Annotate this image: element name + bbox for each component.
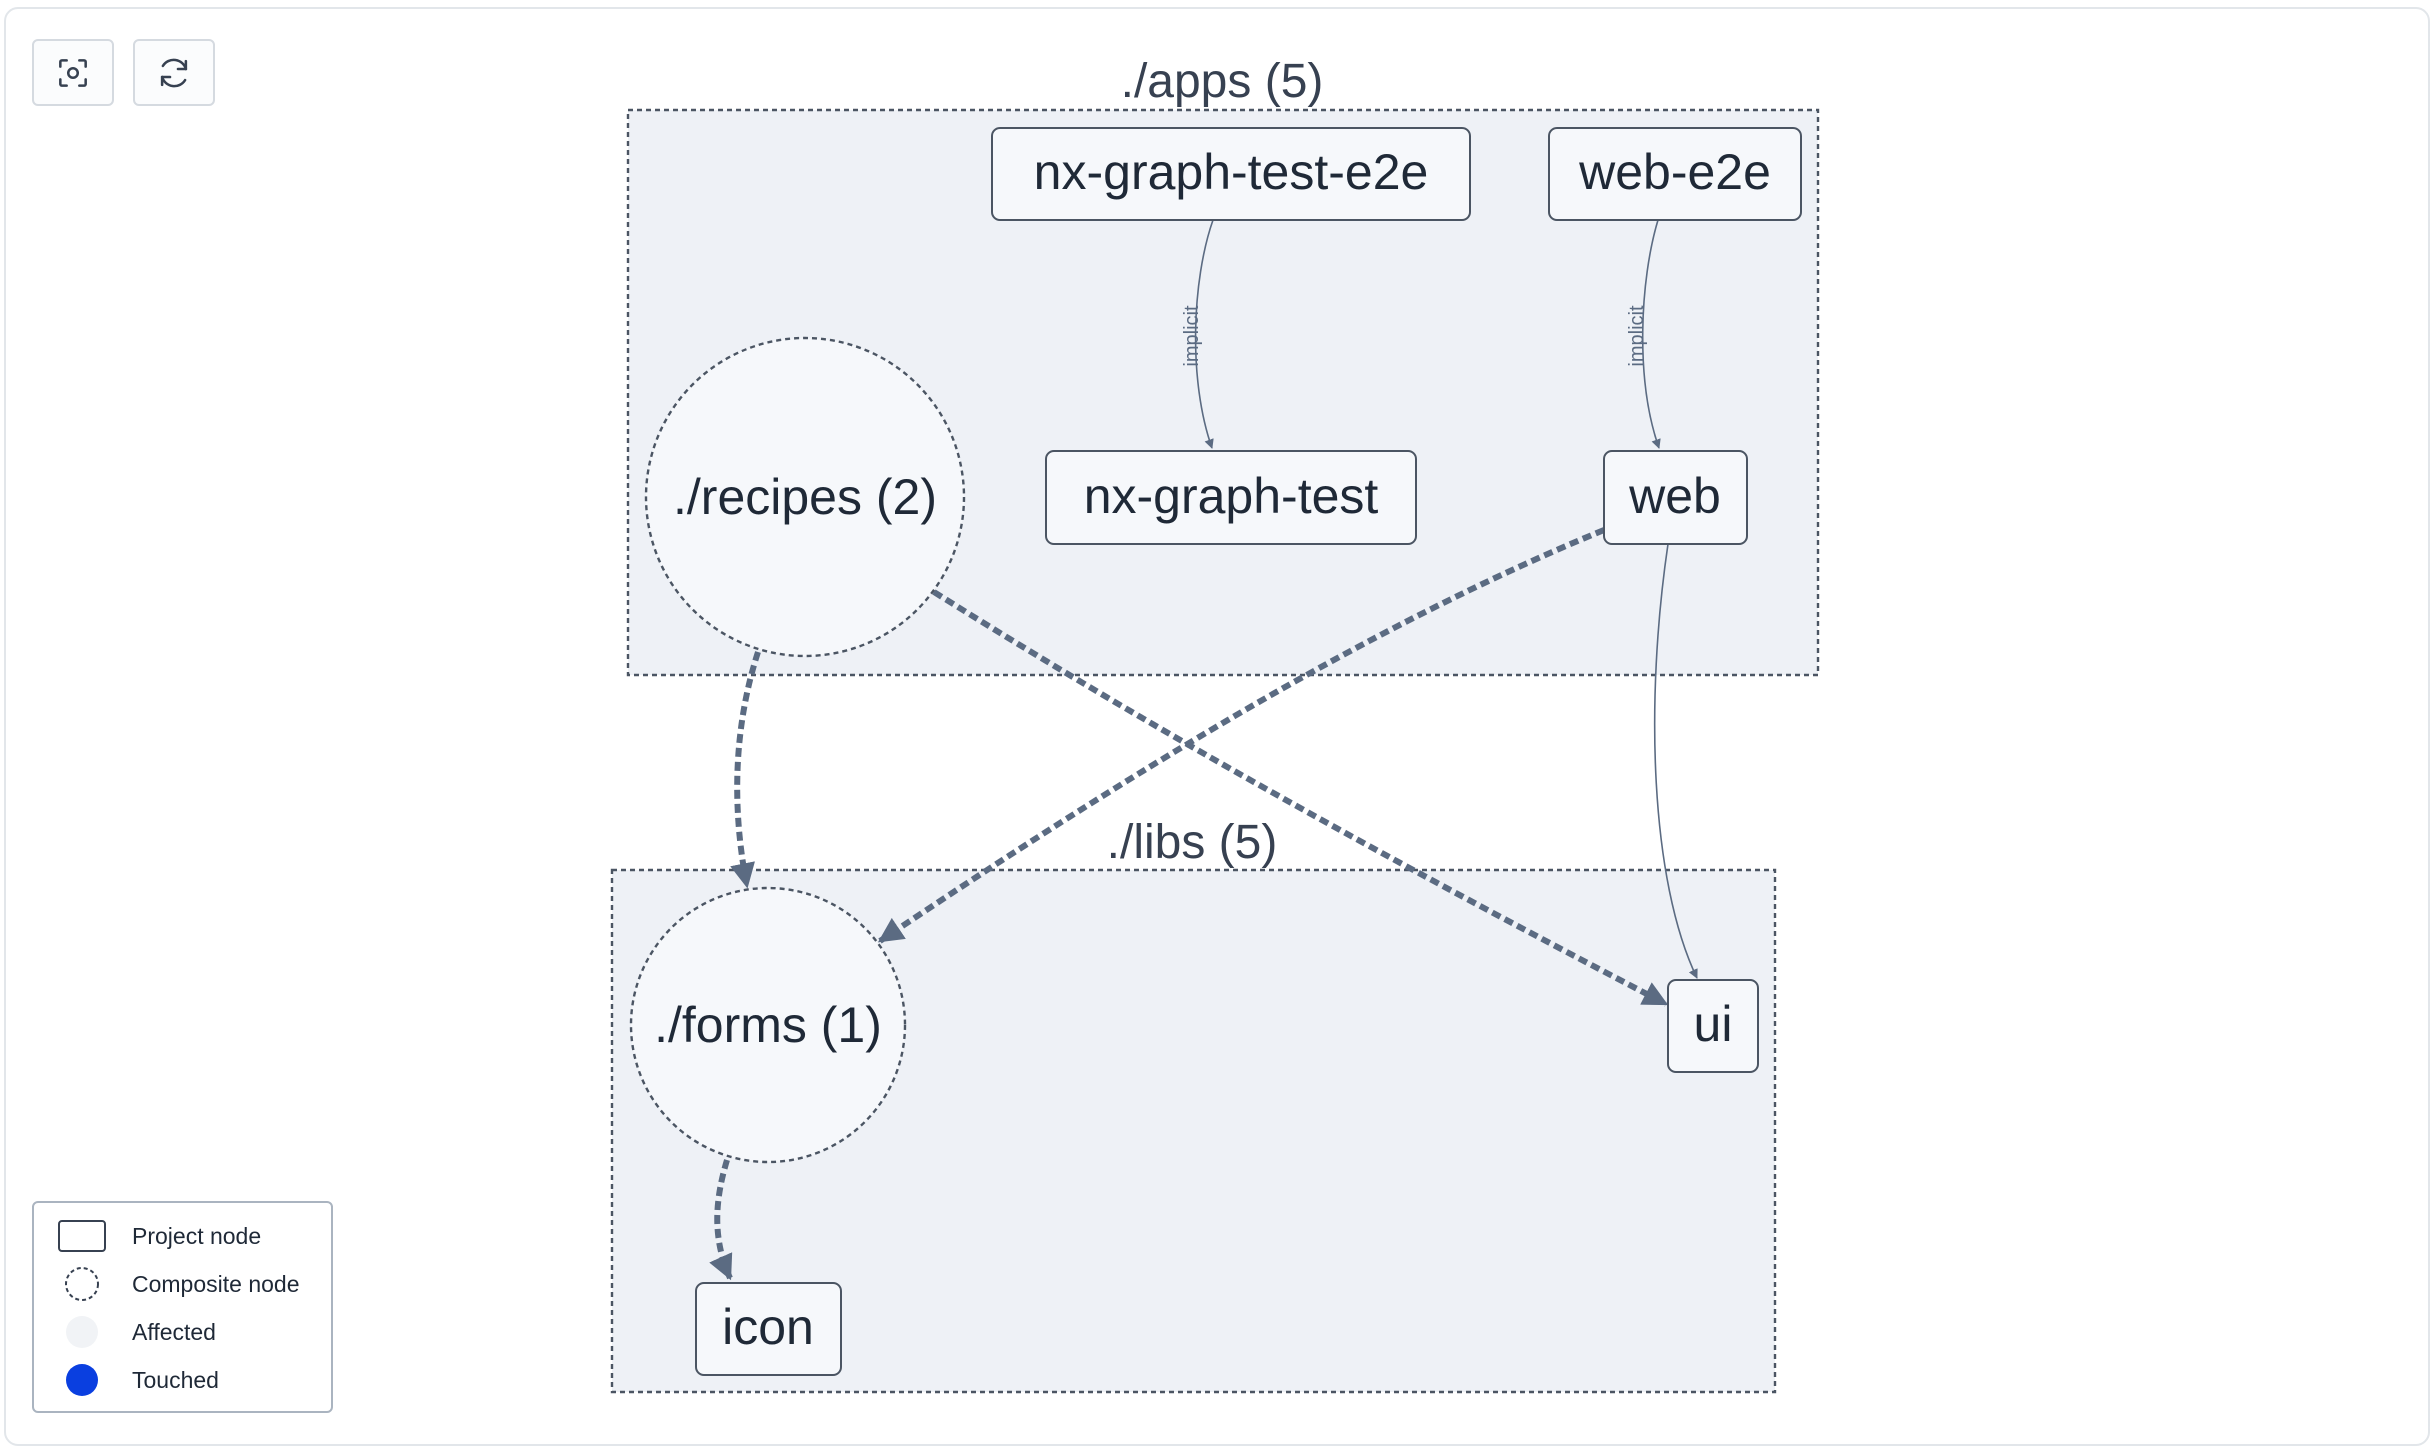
focus-frame-icon — [59, 58, 87, 87]
fit-to-screen-button[interactable] — [32, 39, 114, 106]
legend-label: Project node — [132, 1222, 262, 1249]
edge-web-to-ui[interactable] — [1653, 543, 1698, 979]
node-label: ./recipes (2) — [673, 469, 937, 525]
project-node-nx-graph-test[interactable]: nx-graph-test — [1045, 450, 1417, 545]
node-label: nx-graph-test — [1084, 468, 1379, 524]
project-node-icon[interactable]: icon — [695, 1282, 842, 1376]
edge-label-implicit: implicit — [1181, 305, 1203, 367]
node-label: nx-graph-test-e2e — [1034, 144, 1429, 200]
edge-web-e2e-to-web[interactable] — [1641, 219, 1661, 449]
project-node-nx-graph-test-e2e[interactable]: nx-graph-test-e2e — [991, 127, 1471, 221]
edge-recipes-to-forms[interactable] — [730, 651, 761, 889]
project-node-swatch — [58, 1220, 106, 1252]
legend-label: Touched — [132, 1366, 219, 1393]
composite-node-swatch — [65, 1267, 99, 1301]
project-node-ui[interactable]: ui — [1667, 979, 1759, 1073]
node-label: ./forms (1) — [654, 997, 882, 1053]
edge-forms-to-icon[interactable] — [709, 1159, 733, 1281]
node-label: web — [1628, 468, 1721, 524]
node-label: icon — [722, 1299, 814, 1355]
refresh-layout-button[interactable] — [133, 39, 215, 106]
refresh-icon — [160, 58, 188, 87]
legend-label: Composite node — [132, 1270, 300, 1297]
node-label: ui — [1694, 996, 1733, 1052]
apps-group-label: ./apps (5) — [1121, 55, 1324, 108]
edge-nx-graph-test-e2e-to-nx-graph-test[interactable] — [1194, 219, 1214, 449]
legend: Project node Composite node Affected Tou… — [32, 1201, 333, 1413]
libs-group-label: ./libs (5) — [1107, 816, 1278, 869]
composite-node-recipes[interactable]: ./recipes (2) — [644, 336, 966, 658]
affected-swatch — [66, 1316, 98, 1348]
edge-web-to-forms[interactable] — [877, 527, 1606, 944]
edge-label-implicit: implicit — [1626, 305, 1648, 367]
touched-swatch — [66, 1364, 98, 1396]
edge-recipes-to-ui[interactable] — [932, 589, 1669, 1007]
legend-label: Affected — [132, 1318, 216, 1345]
composite-node-forms[interactable]: ./forms (1) — [629, 886, 907, 1164]
project-node-web[interactable]: web — [1603, 450, 1748, 545]
node-label: web-e2e — [1578, 144, 1771, 200]
project-node-web-e2e[interactable]: web-e2e — [1548, 127, 1802, 221]
